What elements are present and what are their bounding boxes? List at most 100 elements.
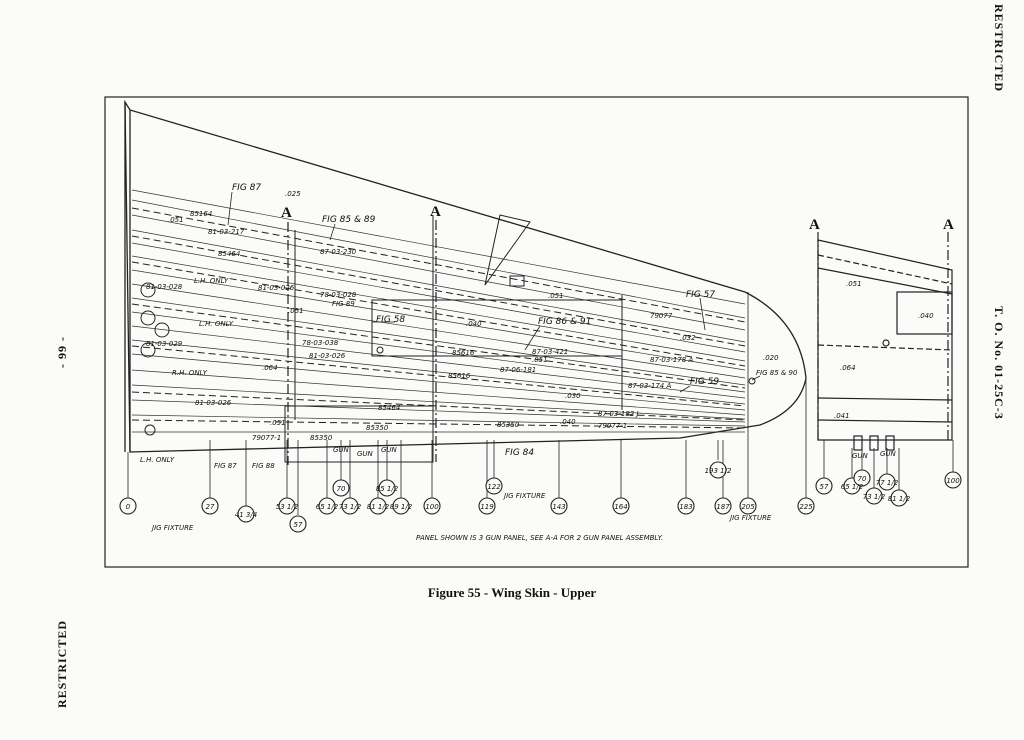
label-fig-59: FIG 59 — [690, 377, 719, 387]
section-mark-a-1: A — [281, 205, 292, 221]
label-fig-88: FIG 88 — [252, 462, 275, 470]
inset-label-040: .040 — [918, 312, 934, 320]
station-57: 57 — [294, 521, 303, 529]
label-81-03-028: 81-03-028 — [146, 283, 183, 291]
station-85-1-2: 85 1/2 — [376, 485, 399, 493]
station-0: 0 — [126, 503, 131, 511]
label-87-06-181: 87-06-181 — [500, 366, 536, 374]
station-225: 225 — [799, 503, 813, 511]
label-040b: .040 — [560, 418, 576, 426]
label-051d: .051 — [532, 356, 548, 364]
label-jig-fixture-3: JIG FIXTURE — [728, 514, 772, 522]
panel-outlines — [284, 214, 623, 463]
label-87-03-230: 87-03-230 — [320, 248, 357, 256]
station-53-1-2: 53 1/2 — [276, 503, 299, 511]
label-79077: 79077 — [650, 312, 673, 320]
inset-station-81-1-2: 81 1/2 — [888, 495, 911, 503]
label-81-03-026b: 81-03-026 — [309, 352, 346, 360]
label-051b: .051 — [288, 307, 304, 315]
label-fig-84: FIG 84 — [505, 448, 534, 458]
label-fig-89: FIG 89 — [332, 300, 355, 308]
label-064: .064 — [262, 364, 278, 372]
label-81-03-029: 81-03-029 — [146, 340, 183, 348]
station-183: 183 — [679, 503, 692, 511]
label-78-03-028: 78-03-028 — [320, 291, 357, 299]
section-mark-a-4: A — [943, 217, 954, 233]
panel-note: PANEL SHOWN IS 3 GUN PANEL, SEE A-A FOR … — [416, 534, 663, 542]
label-051e: .051 — [270, 419, 286, 427]
station-81-1-2: 81 1/2 — [367, 503, 390, 511]
label-fig-85-90: FIG 85 & 90 — [756, 369, 798, 377]
station-122: 122 — [487, 483, 501, 491]
inset-section — [817, 239, 953, 451]
fastener-holes — [140, 282, 756, 436]
figure-caption: Figure 55 - Wing Skin - Upper — [427, 585, 597, 600]
label-fig-86-91: FIG 86 & 91 — [538, 317, 591, 327]
inset-station-73-1-2: 73 1/2 — [863, 493, 886, 501]
label-032: .032 — [680, 334, 696, 342]
label-fig-58: FIG 58 — [376, 315, 405, 325]
label-81-03-026c: 81-03-026 — [195, 399, 232, 407]
drawing-frame — [104, 96, 969, 568]
station-119: 119 — [480, 503, 494, 511]
label-030: .030 — [565, 392, 581, 400]
label-85464a: 85464 — [218, 250, 240, 258]
inset-station-77-1-2: 77 1/2 — [876, 479, 899, 487]
label-lh-only-3: L.H. ONLY — [140, 456, 175, 464]
label-fig-87-top: FIG 87 — [232, 183, 261, 193]
station-205: 205 — [741, 503, 755, 511]
label-fig-57: FIG 57 — [686, 290, 715, 300]
section-mark-a-2: A — [430, 204, 441, 220]
label-jig-fixture-1: JIG FIXTURE — [150, 524, 194, 532]
station-187: 187 — [716, 503, 730, 511]
label-78-03-038: 78-03-038 — [302, 339, 339, 347]
station-leaders — [127, 292, 954, 515]
label-87-03-182: 87-03-182 J — [598, 410, 639, 418]
station-164: 164 — [614, 503, 627, 511]
station-100: 100 — [425, 503, 439, 511]
label-85464b: 85464 — [378, 404, 400, 412]
label-gun-4: GUN — [852, 452, 869, 460]
label-79077b: 79077-1 — [598, 422, 627, 430]
label-79077c: 79077-1 — [252, 434, 281, 442]
stringer-lines — [131, 189, 746, 433]
station-70: 70 — [337, 485, 346, 493]
label-025: .025 — [285, 190, 301, 198]
label-fig-87-bottom: FIG 87 — [214, 462, 237, 470]
station-73-1-2: 73 1/2 — [339, 503, 362, 511]
label-fig-85-89: FIG 85 & 89 — [322, 215, 376, 225]
station-193-1-2: 193 1/2 — [705, 467, 732, 475]
inset-station-65-1-2: 65 1/2 — [841, 483, 864, 491]
inset-label-051: .051 — [846, 280, 862, 288]
label-gun-1: GUN — [333, 446, 350, 454]
inset-station-100: 100 — [946, 477, 960, 485]
dashed-skin-lines — [131, 207, 746, 429]
wing-outline — [124, 99, 807, 453]
label-jig-fixture-2: JIG FIXTURE — [502, 492, 546, 500]
inset-station-70: 70 — [858, 475, 867, 483]
label-gun-2: GUN — [357, 450, 374, 458]
figure-leaders — [227, 191, 761, 393]
station-143: 143 — [552, 503, 565, 511]
label-81-03-217: 81-03-217 — [208, 228, 245, 236]
station-41-3-4: 41 3/4 — [235, 511, 257, 519]
label-gun-3: GUN — [381, 446, 398, 454]
label-051c: .051 — [548, 292, 564, 300]
station-65-1-2: 65 1/2 — [316, 503, 339, 511]
label-rh-only: R.H. ONLY — [172, 369, 208, 377]
label-85616: 85616 — [452, 349, 475, 357]
label-85350b: 85350 — [497, 421, 520, 429]
section-mark-a-3: A — [809, 217, 820, 233]
label-051a: .051 — [168, 216, 184, 224]
label-81-03-026: 81-03-026 — [258, 284, 295, 292]
station-89-1-2: 89 1/2 — [390, 503, 413, 511]
inset-label-041: .041 — [834, 412, 850, 420]
inset-station-57: 57 — [820, 483, 829, 491]
label-040: .040 — [466, 320, 482, 328]
label-lh-only-2: L.H. ONLY — [199, 320, 234, 328]
label-gun-5: GUN — [880, 450, 897, 458]
label-85350: 85350 — [366, 424, 389, 432]
label-87-03-178: 87-03-178 A — [650, 356, 693, 364]
label-020: .020 — [763, 354, 779, 362]
